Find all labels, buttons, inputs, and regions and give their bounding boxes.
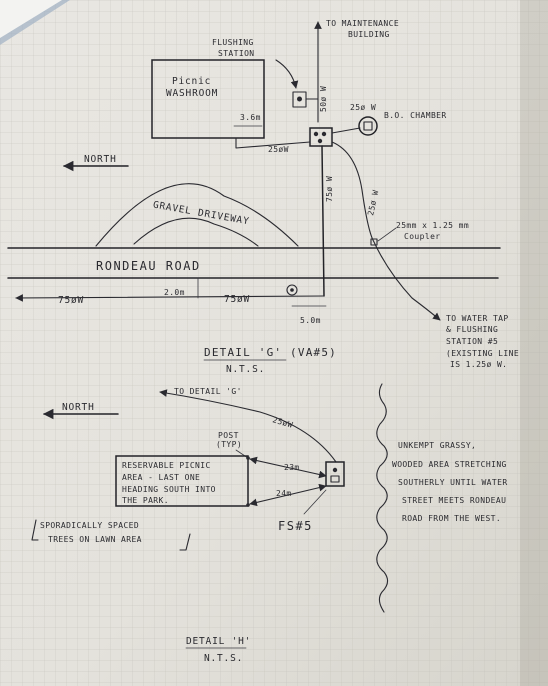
flushing-station-dot [297,96,302,102]
bo-chamber-label: B.O. CHAMBER [384,111,447,120]
water-tap-label-2: & FLUSHING [446,325,498,334]
post-ne [246,456,250,460]
flushing-station-label-1: FLUSHING [212,38,254,47]
post-label-2: (TYP) [216,440,242,449]
fs5-box [325,461,345,487]
washroom-pipe-dim: 3.6m [240,113,261,122]
corner-fold [0,0,62,38]
dim-24-label: 24m [276,489,292,498]
detail-g-subtitle: N.T.S. [226,364,265,375]
area-line-3: HEADING SOUTH INTO [122,485,216,494]
coupler-label-1: 25mm x 1.25 mm [396,221,469,230]
fs5-label: FS#5 [278,519,313,533]
pipe-vertical-top-label: 50ø W [319,86,328,112]
coupler-label-2: Coupler [404,232,441,241]
north-label-g: NORTH [84,154,117,165]
wooded-area-edge [376,383,389,613]
trees-bracket-right [179,533,191,551]
bo-chamber-circle [358,116,378,136]
valve-dot-1 [313,131,319,137]
driveway-inner-edge [133,217,259,247]
grassy-line-3: SOUTHERLY UNTIL WATER [398,478,508,487]
hydrant-symbol [286,284,298,296]
main-vertical-pipe [321,145,325,297]
bo-chamber-square [363,121,373,131]
valve-dot-3 [317,138,323,144]
trees-bracket-left [31,519,39,541]
water-tap-label-4: (EXISTING LINE [446,349,519,358]
detail-h-title: DETAIL 'H' [186,636,251,647]
valve-dot-2 [321,131,327,137]
main-pipe [15,294,325,302]
coupler-leader [377,227,397,242]
water-tap-pipe [331,141,441,321]
washroom-service-pipe [235,137,311,149]
washroom-label-2: WASHROOM [166,88,218,99]
fs5-leader [303,489,327,515]
driveway-outer-edge [95,183,299,247]
grassy-line-4: STREET MEETS RONDEAU [402,496,506,505]
grassy-line-5: ROAD FROM THE WEST. [402,514,501,523]
dim-2m-label: 2.0m [164,288,185,297]
flushing-station-label-2: STATION [218,49,255,58]
picnic-area-box [115,455,249,507]
main-label-right: 75øW [224,294,250,305]
to-detail-label: TO DETAIL 'G' [174,387,242,396]
main-label-left: 75øW [58,295,84,306]
grassy-line-1: UNKEMPT GRASSY, [398,441,476,450]
washroom-building [151,59,265,139]
maintenance-label-1: TO MAINTENANCE [326,19,399,28]
chamber-pipe-label: 25ø W [350,103,376,112]
pipe-vertical-mid-label: 75ø W [325,176,334,202]
area-line-2: AREA - LAST ONE [122,473,200,482]
flushing-arrow [275,59,299,89]
right-edge-shade [520,0,548,686]
water-tap-label-3: STATION #5 [446,337,498,346]
trees-line-2: TREES ON LAWN AREA [48,535,142,544]
post-label-1: POST [218,431,239,440]
fs5-inner [330,475,340,483]
trees-line-1: SPORADICALLY SPACED [40,521,139,530]
area-line-1: RESERVABLE PICNIC [122,461,211,470]
pipe-to-detail-g [159,389,337,463]
area-line-4: THE PARK. [122,496,169,505]
north-label-h: NORTH [62,402,95,413]
washroom-pipe-label: 25øW [268,145,289,154]
road-label: RONDEAU ROAD [96,259,201,273]
dim-24-line [249,483,327,507]
washroom-label-1: Picnic [172,76,211,87]
post-se [246,503,250,507]
grassy-line-2: WOODED AREA STRETCHING [392,460,507,469]
dim-23-line [249,456,327,479]
valve-box [309,127,333,147]
hydrant-dot [290,288,294,292]
maintenance-label-2: BUILDING [348,30,390,39]
water-tap-label-5: IS 1.25ø W. [450,360,507,369]
detail-g-title: DETAIL 'G' (VA#5) [204,346,337,359]
detail-h-subtitle: N.T.S. [204,653,243,664]
fs5-dot [332,467,338,473]
water-tap-label-1: TO WATER TAP [446,314,509,323]
dim-23-label: 23m [284,463,300,472]
dim-5m-label: 5.0m [300,316,321,325]
chamber-pipe [331,127,361,134]
coupler-marker [370,238,378,246]
